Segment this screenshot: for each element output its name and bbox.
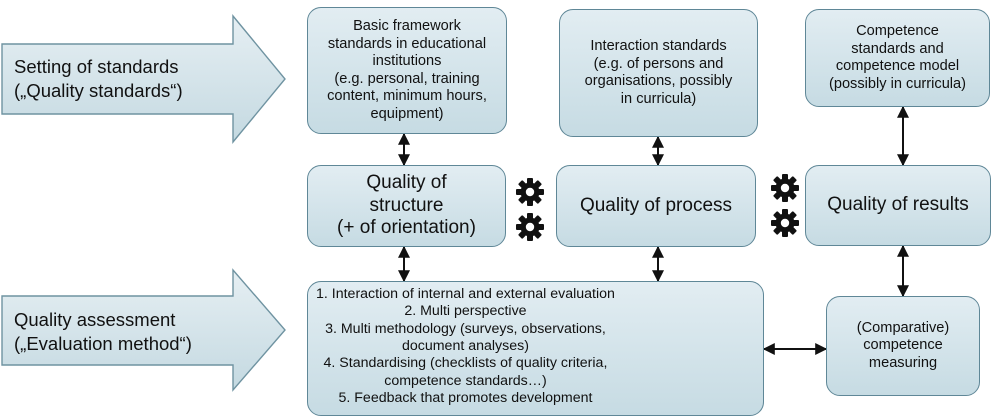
quality-assessment-arrow: [1, 268, 286, 392]
evaluation-item: competence standards…): [384, 372, 547, 389]
evaluation-item: 4. Standardising (checklists of quality …: [323, 355, 608, 372]
quality-of-results-box: Quality of results: [805, 165, 991, 246]
evaluation-item: 5. Feedback that promotes development: [338, 389, 593, 406]
interaction-standards-text: Interaction standards (e.g. of persons a…: [584, 38, 733, 107]
quality-of-structure-box: Quality of structure (+ of orientation): [307, 165, 506, 247]
quality-of-structure-text: Quality of structure (+ of orientation): [337, 171, 476, 239]
competence-standards-text: Competence standards and competence mode…: [828, 23, 967, 92]
evaluation-item: 2. Multi perspective: [404, 303, 527, 320]
basic-framework-standards-text: Basic framework standards in educational…: [327, 18, 487, 122]
gear-icon: [516, 213, 544, 241]
setting-standards-label: Setting of standards („Quality standards…: [14, 56, 183, 101]
competence-measuring-text: (Comparative) competence measuring: [856, 319, 950, 371]
interaction-standards-box: Interaction standards (e.g. of persons a…: [559, 9, 758, 137]
gear-icon: [516, 178, 544, 206]
quality-of-results-text: Quality of results: [827, 194, 969, 216]
quality-assessment-label: Quality assessment („Evaluation method“): [14, 309, 192, 354]
quality-of-process-box: Quality of process: [556, 165, 756, 247]
evaluation-method-box: 1. Interaction of internal and external …: [307, 281, 764, 416]
competence-measuring-box: (Comparative) competence measuring: [826, 296, 980, 396]
evaluation-item: document analyses): [401, 337, 529, 354]
quality-of-process-text: Quality of process: [579, 194, 733, 216]
basic-framework-standards-box: Basic framework standards in educational…: [307, 7, 507, 134]
gear-icon: [771, 174, 799, 202]
gear-icon: [771, 209, 799, 237]
evaluation-item: 3. Multi methodology (surveys, observati…: [325, 320, 606, 337]
setting-standards-arrow: [1, 14, 286, 144]
evaluation-method-list: 1. Interaction of internal and external …: [316, 286, 615, 407]
competence-standards-box: Competence standards and competence mode…: [805, 9, 990, 107]
evaluation-item: 1. Interaction of internal and external …: [316, 286, 615, 302]
